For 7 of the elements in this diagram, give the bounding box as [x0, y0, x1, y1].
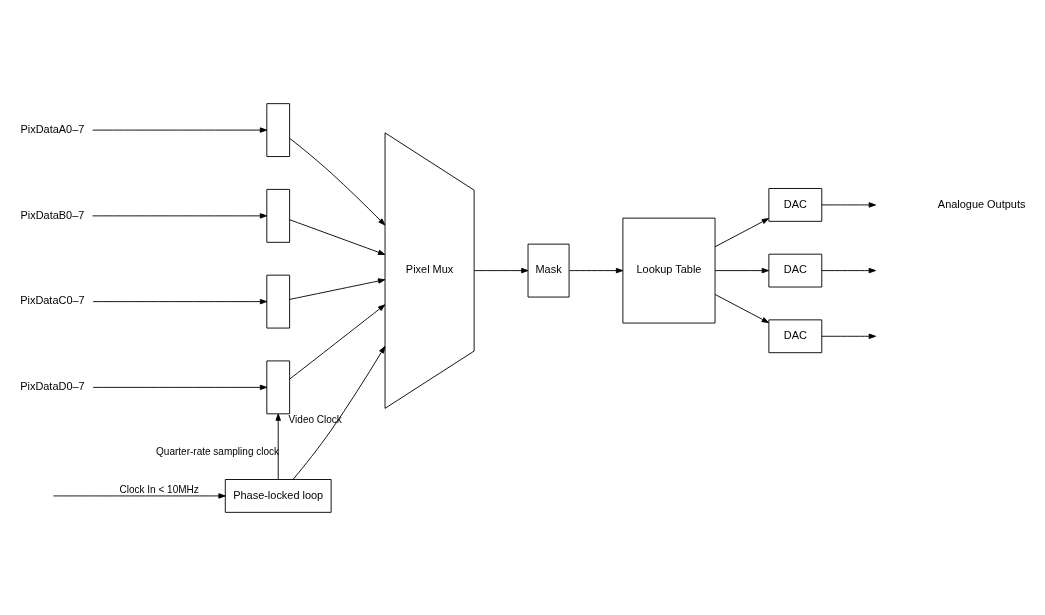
- node-text: PixDataB0–7: [20, 208, 85, 221]
- node-text: PixDataC0–7: [20, 293, 85, 306]
- label: Analogue Outputs: [937, 197, 1026, 210]
- edge-label: Clock In < 10MHz: [119, 483, 199, 495]
- node-text: PixDataA0–7: [20, 122, 85, 135]
- edge-label: Video Clock: [288, 413, 342, 425]
- node-text: PixDataD0–7: [20, 379, 85, 392]
